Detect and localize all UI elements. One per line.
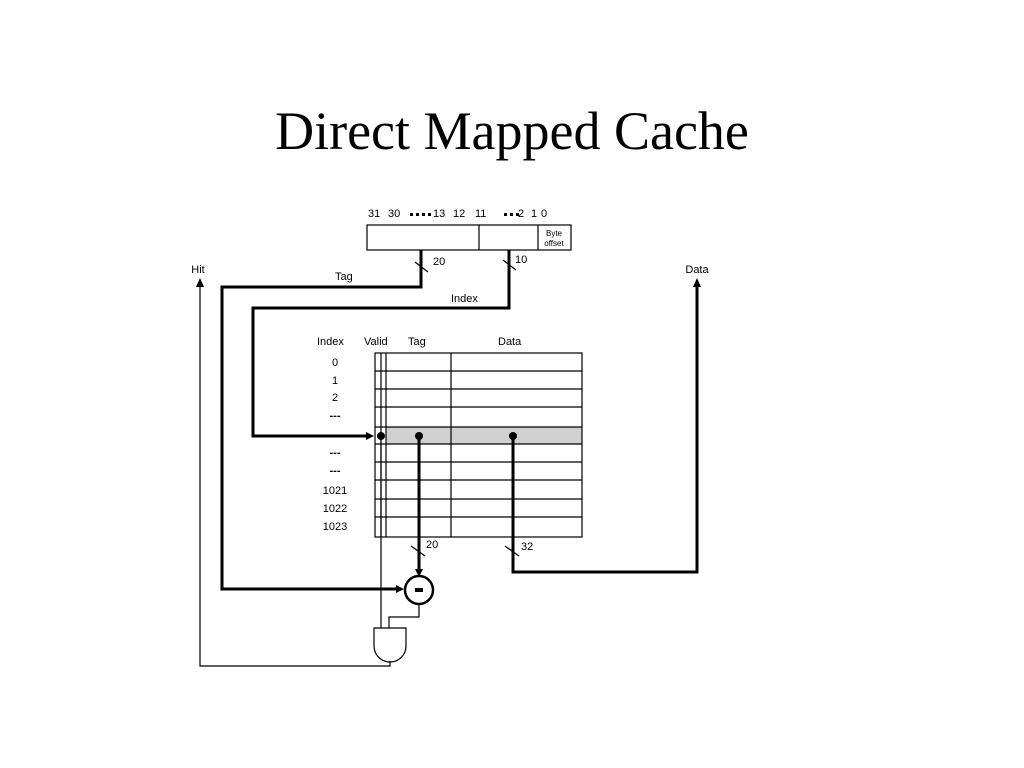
address-register: Byte offset (366, 224, 572, 251)
bit-ellipsis-right (504, 213, 519, 216)
header-tag: Tag (408, 336, 426, 348)
cache-table (374, 352, 583, 538)
stored-tag-path: 20 (410, 436, 438, 577)
and-gate (373, 627, 407, 663)
table-headers: Index Valid Tag Data (317, 336, 522, 348)
header-data: Data (498, 336, 522, 348)
index-width-label: 10 (515, 254, 527, 266)
row-label-1023: 1023 (323, 521, 347, 533)
index-path: 10 Index (251, 250, 527, 440)
bit-label-0: 0 (541, 208, 547, 220)
row-label-ellipsis-1: --- (330, 410, 341, 422)
bit-labels: 31 30 13 12 11 2 1 0 (368, 208, 547, 220)
byte-offset-label: Byte (546, 229, 563, 238)
bit-label-30: 30 (388, 208, 400, 220)
row-label-ellipsis-2: --- (330, 447, 341, 459)
row-label-0: 0 (332, 357, 338, 369)
hit-output-path: Hit (191, 264, 391, 667)
hit-output-label: Hit (191, 264, 204, 276)
bit-label-2: 2 (518, 208, 524, 220)
row-labels: 0 1 2 --- --- --- 1021 1022 1023 (323, 357, 347, 533)
data-width-label: 32 (521, 541, 533, 553)
data-output-path: 32 Data (504, 264, 709, 574)
row-label-2: 2 (332, 392, 338, 404)
row-label-1022: 1022 (323, 503, 347, 515)
row-label-ellipsis-3: --- (330, 465, 341, 477)
data-output-label: Data (685, 264, 709, 276)
bit-label-11: 11 (475, 208, 486, 220)
tag-field-label: Tag (335, 271, 353, 283)
tag-path: 20 Tag (220, 250, 445, 593)
bit-label-13: 13 (433, 208, 445, 220)
row-label-1021: 1021 (323, 485, 347, 497)
row-label-1: 1 (332, 375, 338, 387)
bit-label-12: 12 (453, 208, 465, 220)
byte-offset-label-2: offset (544, 239, 564, 248)
header-index: Index (317, 336, 344, 348)
selected-row-highlight (386, 427, 582, 444)
and-gate-inputs (380, 436, 420, 628)
index-field-label: Index (451, 293, 478, 305)
header-valid: Valid (364, 336, 388, 348)
bit-label-31: 31 (368, 208, 380, 220)
bit-label-1: 1 (531, 208, 537, 220)
tag-width-label: 20 (433, 256, 445, 268)
compare-width-label: 20 (426, 539, 438, 551)
comparator (403, 574, 435, 606)
slide-title: Direct Mapped Cache (275, 101, 749, 161)
bit-ellipsis-left (410, 213, 431, 216)
